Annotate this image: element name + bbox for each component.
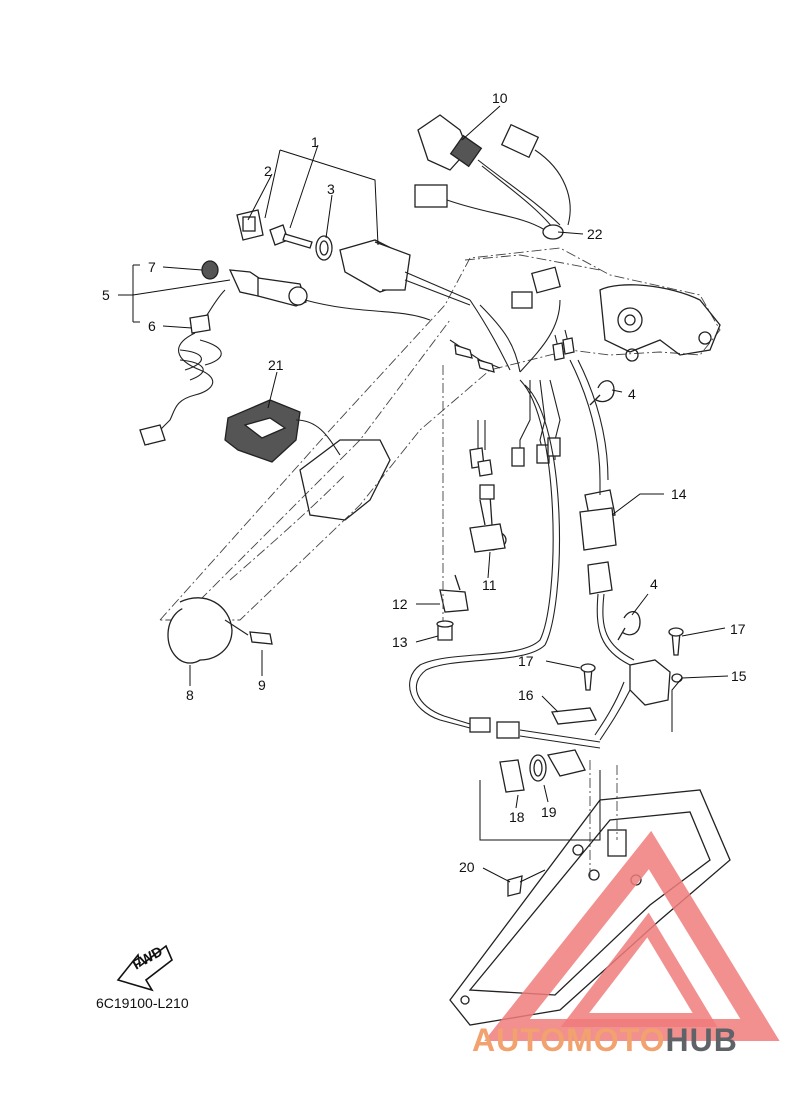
callout-22: 22 [587,226,603,242]
part-11-relay [469,484,507,553]
callout-4-lower: 4 [650,576,658,592]
callout-12: 12 [392,596,408,612]
callout-15: 15 [731,668,747,684]
part-12-bracket [436,365,469,641]
callout-17-right: 17 [730,621,746,637]
callout-9: 9 [258,677,266,693]
callout-10: 10 [492,90,508,106]
callout-5: 5 [102,287,110,303]
callout-3: 3 [327,181,335,197]
callout-labels: 1 2 3 4 4 5 6 7 8 9 10 11 12 13 14 15 16… [102,90,747,875]
part-1-main-switch [236,209,471,306]
leader-lines [118,105,729,883]
harness-wires [409,266,609,749]
callout-8: 8 [186,687,194,703]
diagram-reference-code: 6C19100-L210 [96,995,189,1011]
part-15-unit [587,561,683,741]
callout-7: 7 [148,259,156,275]
tiller-handle-outline [158,247,721,621]
callout-13: 13 [392,634,408,650]
part-10-sensor [414,114,571,240]
part-21-switch-cover [224,399,341,463]
callout-21: 21 [268,357,284,373]
callout-2: 2 [264,163,272,179]
watermark-logo [484,830,780,1041]
callout-18: 18 [509,809,525,825]
callout-16: 16 [518,687,534,703]
part-4-clips [589,380,641,641]
part-8-grip [167,597,273,664]
callout-20: 20 [459,859,475,875]
callout-11: 11 [482,577,497,593]
watermark-brand: AUTOMOTOHUB [472,1022,738,1059]
callout-17-left: 17 [518,653,534,669]
callout-6: 6 [148,318,156,334]
part-5-stop-switch [139,260,431,446]
watermark-brand-part2: HUB [665,1022,738,1058]
fwd-direction-arrow: FWD [116,943,173,992]
watermark-brand-part1: AUTOMOTO [472,1022,666,1058]
part-16-19-small-parts [499,627,684,793]
bottom-cover [449,760,731,1026]
callout-1: 1 [311,134,319,150]
callout-19: 19 [541,804,557,820]
callout-4-upper: 4 [628,386,636,402]
callout-14: 14 [671,486,687,502]
part-14-coupler [579,480,617,551]
